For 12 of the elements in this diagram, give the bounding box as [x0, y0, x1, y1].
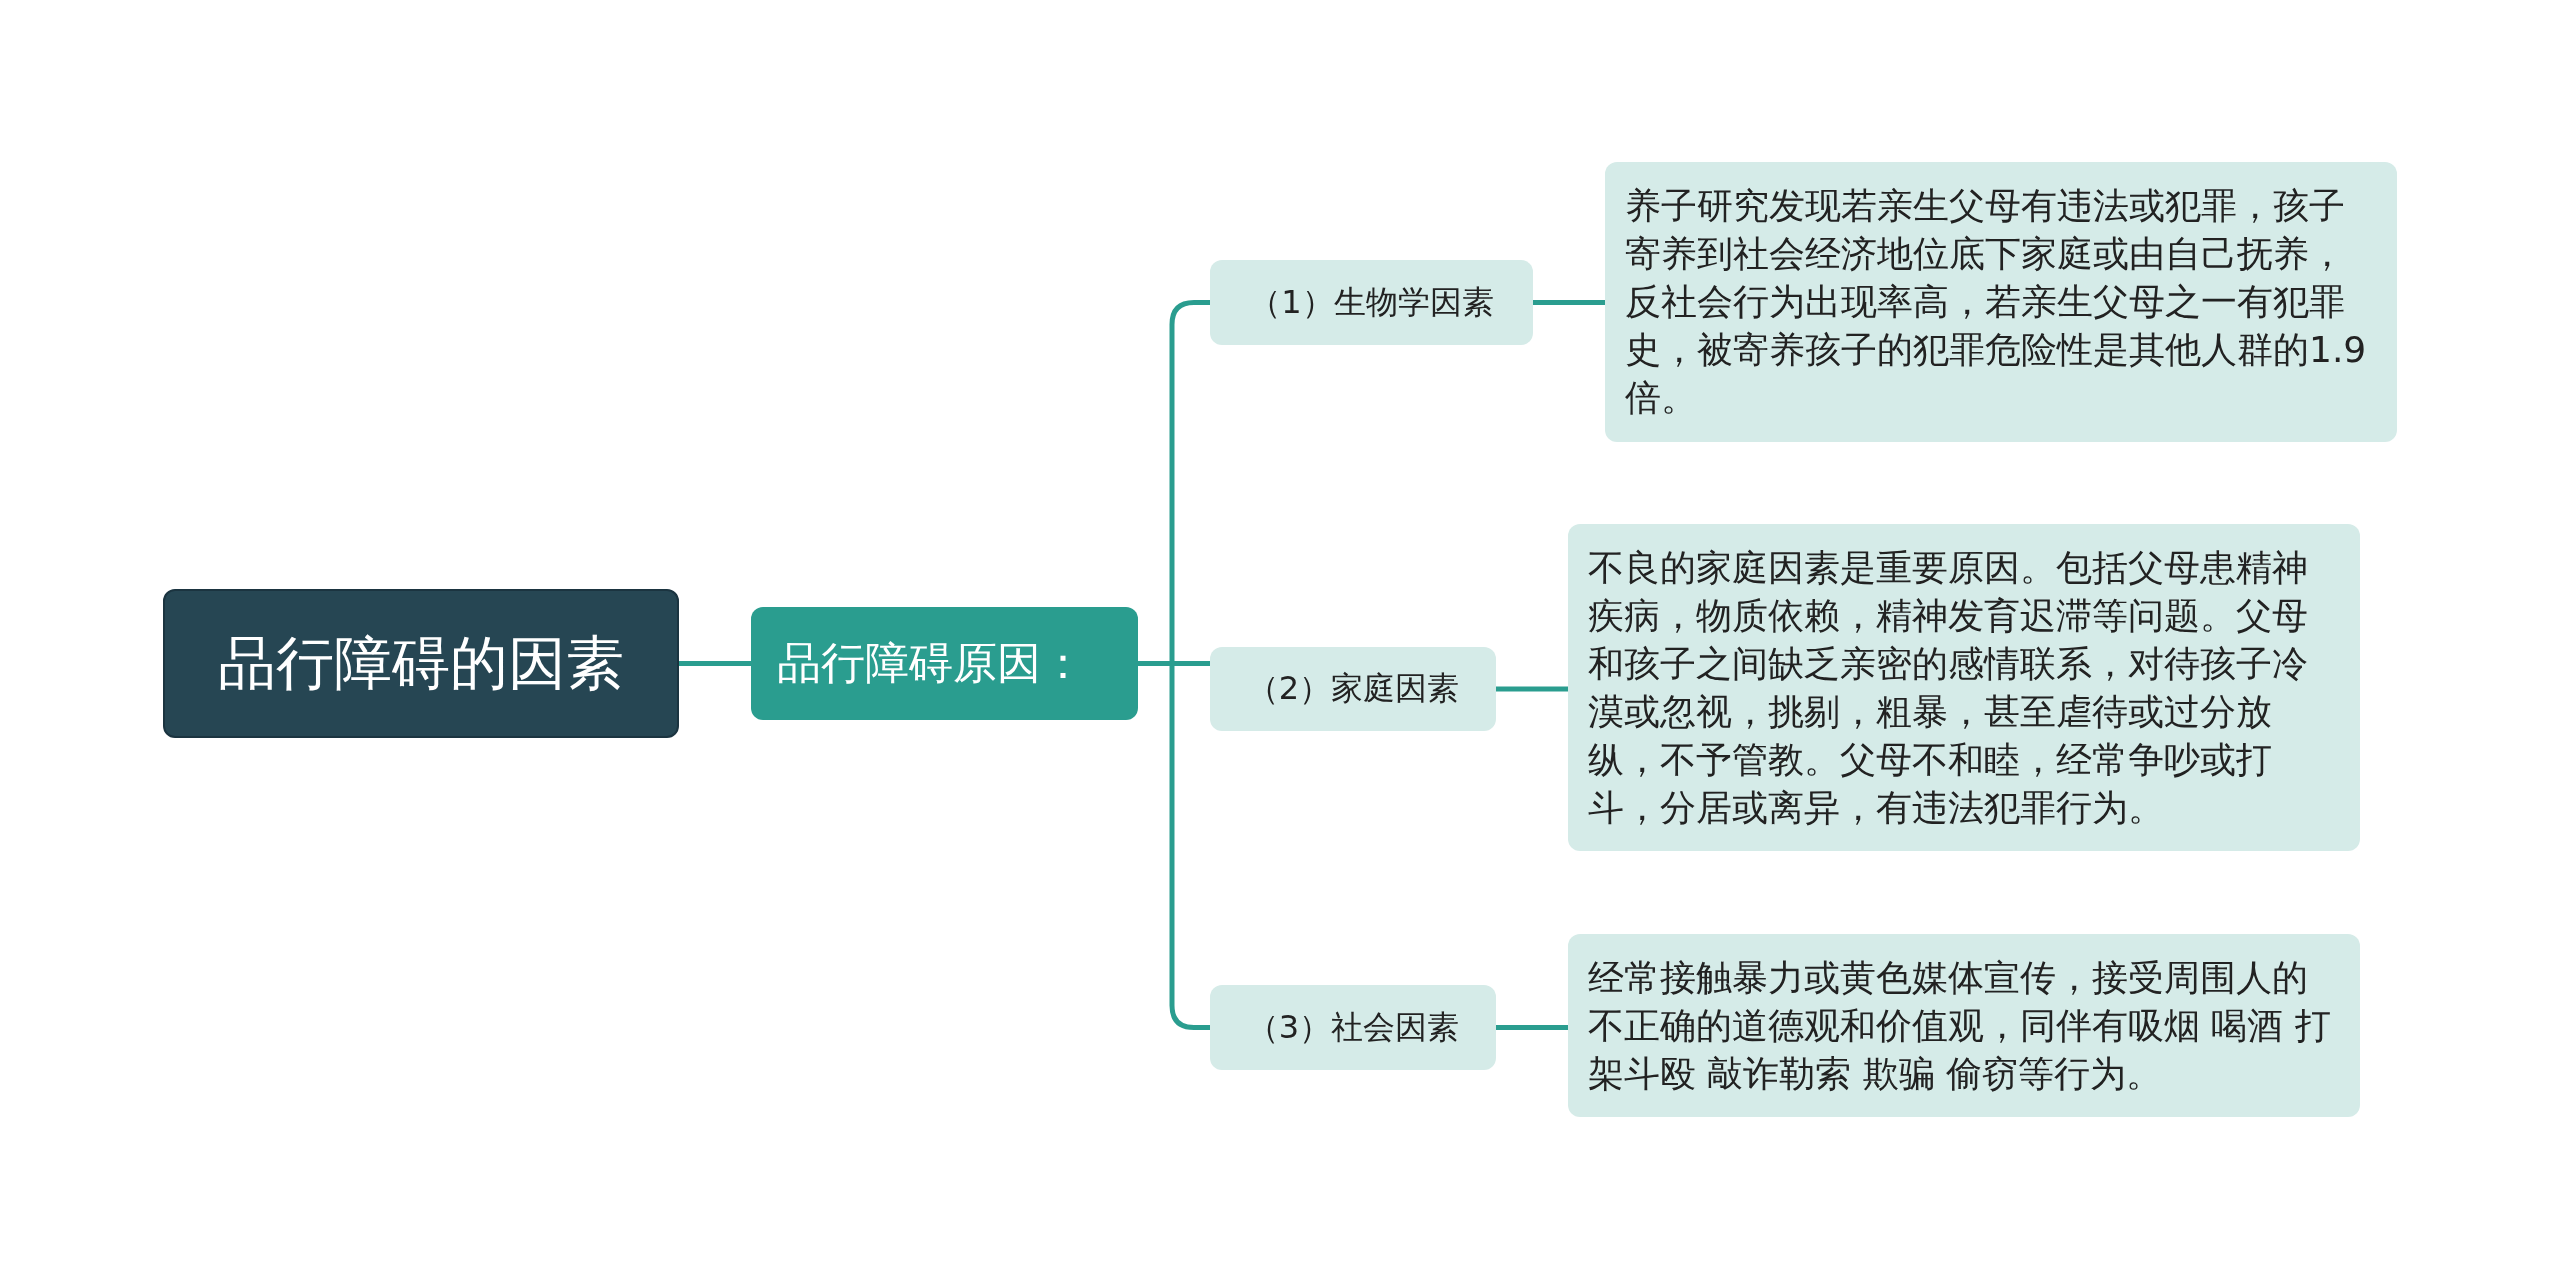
detail-box: 养子研究发现若亲生父母有违法或犯罪，孩子寄养到社会经济地位底下家庭或由自己抚养，反社会行为出现率高，若亲生父母之一有犯罪史，被寄养孩子的犯罪危险性是其他人群的1.9倍。 [1605, 162, 2397, 442]
main-topic-box: 品行障碍原因： [751, 607, 1138, 720]
connector-line [1496, 686, 1568, 692]
connector-line [679, 661, 751, 666]
connector-line [1496, 1025, 1568, 1030]
subtopic-box: （2）家庭因素 [1210, 647, 1496, 731]
root-topic-box: 品行障碍的因素 [163, 589, 679, 738]
subtopic-box: （1）生物学因素 [1210, 260, 1533, 345]
subtopic-box: （3）社会因素 [1210, 985, 1496, 1070]
connector-line [1533, 300, 1605, 305]
detail-box: 经常接触暴力或黄色媒体宣传，接受周围人的不正确的道德观和价值观，同伴有吸烟 喝酒 打架斗殴 敲诈勒索 欺骗 偷窃等行为。 [1568, 934, 2360, 1117]
detail-box: 不良的家庭因素是重要原因。包括父母患精神疾病，物质依赖，精神发育迟滞等问题。父母和孩子之间缺乏亲密的感情联系，对待孩子冷漠或忽视，挑剔，粗暴，甚至虐待或过分放纵，不予管教。父母不和睦，经常争吵或打斗，分居或离异，有违法犯罪行为。 [1568, 524, 2360, 851]
